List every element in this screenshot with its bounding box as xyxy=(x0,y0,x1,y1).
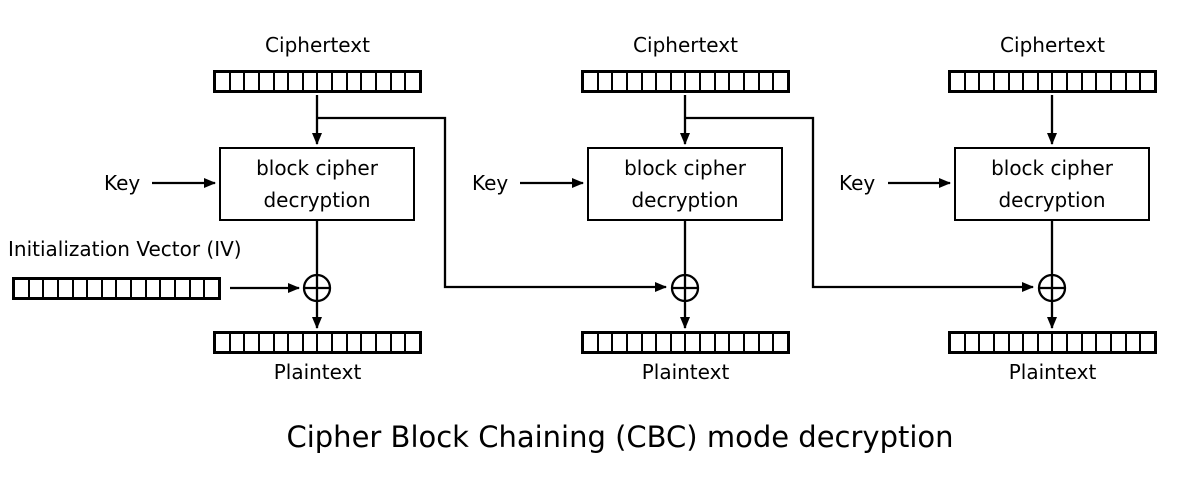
block-cipher-decryption-box: block cipher decryption xyxy=(219,147,415,221)
ciphertext-bits xyxy=(213,70,422,93)
block-cipher-decryption-box: block cipher decryption xyxy=(954,147,1150,221)
key-label: Key xyxy=(104,171,141,195)
box-line1: block cipher xyxy=(624,156,746,180)
plaintext-label: Plaintext xyxy=(1008,360,1097,384)
ciphertext-label: Ciphertext xyxy=(265,33,370,57)
box-line1: block cipher xyxy=(256,156,378,180)
column3-connectors xyxy=(888,95,1067,329)
iv-label: Initialization Vector (IV) xyxy=(8,237,242,261)
key-label: Key xyxy=(839,171,876,195)
block-cipher-decryption-box: block cipher decryption xyxy=(587,147,783,221)
plaintext-label: Plaintext xyxy=(641,360,730,384)
box-line2: decryption xyxy=(263,188,371,212)
column2-connectors xyxy=(520,95,1034,329)
ciphertext-label: Ciphertext xyxy=(633,33,738,57)
ciphertext-bits xyxy=(948,70,1157,93)
plaintext-bits xyxy=(213,331,422,354)
plaintext-bits xyxy=(948,331,1157,354)
iv-bits xyxy=(12,277,221,300)
chain-to-next-xor-arrow xyxy=(685,116,1034,292)
box-line2: decryption xyxy=(631,188,739,212)
ciphertext-label: Ciphertext xyxy=(1000,33,1105,57)
chain-to-next-xor-arrow xyxy=(317,116,667,292)
box-line2: decryption xyxy=(998,188,1106,212)
box-line1: block cipher xyxy=(991,156,1113,180)
column1-connectors xyxy=(152,95,667,329)
key-label: Key xyxy=(472,171,509,195)
diagram-title: Cipher Block Chaining (CBC) mode decrypt… xyxy=(286,420,954,454)
ciphertext-bits xyxy=(581,70,790,93)
plaintext-bits xyxy=(581,331,790,354)
plaintext-label: Plaintext xyxy=(273,360,362,384)
